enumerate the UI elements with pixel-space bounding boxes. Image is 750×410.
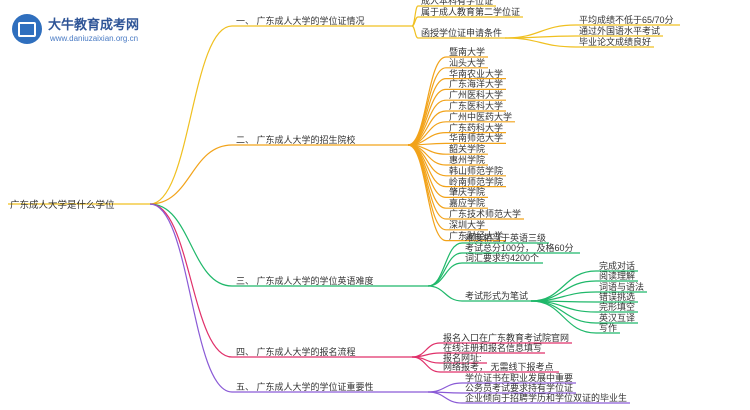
branch-2-child-17-label: 深圳大学 [449, 219, 486, 230]
branch-4-label: 四、 广东成人大学的报名流程 [236, 347, 356, 357]
branch-2-child-16-label: 广东技术师范大学 [449, 209, 522, 219]
branch-3-child-2-label: 考试总分100分， 及格60分 [465, 243, 574, 253]
branch-3-child-4-connector [427, 285, 463, 302]
branch-2-child-15-label: 嘉应学院 [449, 198, 486, 209]
branch-3-child-3-connector [427, 262, 463, 287]
branch-2-child-3-label: 华南农业大学 [449, 68, 504, 79]
branch-4-child-3-label: 报名网址: [443, 353, 482, 363]
branch-3-child-4-sub-7-label: 写作 [599, 323, 618, 333]
branch-4-child-2-label: 在线注册和报名信息填写 [443, 343, 543, 353]
branch-3-child-4-label: 考试形式为笔试 [465, 291, 529, 301]
branch-3-child-4-sub-2-connector [530, 280, 597, 302]
branch-1-child-3-sub-3-label: 毕业论文成绩良好 [579, 37, 652, 47]
branch-2-child-13-label: 岭南师范学院 [449, 176, 504, 187]
branch-3-child-4-sub-1-label: 完成对话 [599, 261, 636, 271]
branch-2-child-6-label: 广东医科大学 [449, 101, 504, 111]
branch-3-label: 三、 广东成人大学的学位英语难度 [236, 276, 374, 286]
branch-3-child-1-label: 难度相当于英语三级 [465, 233, 547, 243]
branch-2-child-9-label: 华南师范大学 [449, 133, 504, 144]
branch-4-child-2-connector [411, 352, 441, 358]
branch-5-child-3-label: 企业倾向于招聘学历和学位双证的毕业生 [465, 393, 628, 403]
branch-2-child-14-label: 肇庆学院 [449, 187, 486, 198]
branch-4-child-4-label: 网络报考， 无需线下报考点 [443, 362, 554, 372]
branch-1-child-2-label: 属于成人教育第二学位证 [421, 7, 521, 17]
branch-2-child-1-label: 暨南大学 [449, 47, 486, 57]
branch-3-child-4-sub-7-connector [530, 300, 597, 334]
branch-3-child-4-sub-2-label: 阅读理解 [599, 271, 636, 281]
branch-4-connector [149, 203, 233, 358]
branch-1-child-3-connector [411, 25, 419, 39]
branch-1-child-3-label: 函授学位证申请条件 [421, 28, 503, 38]
branch-5-label: 五、 广东成人大学的学位证重要性 [236, 382, 374, 392]
logo-book-icon [12, 14, 42, 44]
branch-3-child-4-sub-3-label: 词语与语法 [599, 282, 645, 292]
branch-3-child-3-label: 词汇要求约4200个 [465, 253, 540, 263]
branch-5-child-1-connector [427, 382, 463, 393]
branch-1-connector [149, 25, 233, 205]
logo-title: 大牛教育成考网 [48, 17, 140, 32]
branch-4-child-4-connector [411, 356, 441, 373]
branch-2-child-16-connector [407, 144, 447, 220]
branch-2-child-12-label: 韩山师范学院 [449, 165, 504, 176]
branch-2-child-10-label: 韶关学院 [449, 144, 486, 155]
branch-1-child-1-label: 成人本科有学位证 [421, 0, 494, 6]
branch-2-child-4-connector [407, 88, 447, 146]
branch-2-child-11-label: 惠州学院 [449, 155, 486, 165]
branch-2-child-7-label: 广州中医药大学 [449, 111, 513, 122]
branch-5-child-2-label: 公务员考试要求持有学位证 [465, 383, 574, 393]
branch-5-child-1-label: 学位证书在职业发展中重要 [465, 373, 574, 383]
branch-3-child-4-sub-5-label: 完形填空 [599, 302, 636, 312]
branch-5-child-3-connector [427, 391, 463, 404]
branch-3-child-2-connector [427, 252, 463, 287]
mindmap-root-node: 广东成人大学是什么学位 [10, 200, 115, 211]
branch-1-child-3-sub-1-label: 平均成绩不低于65/70分 [579, 15, 674, 25]
branch-2-child-18-label: 广东财经大学 [449, 230, 504, 241]
branch-1-child-3-sub-3-connector [504, 37, 577, 48]
branch-1-label: 一、 广东成人大学的学位证情况 [236, 16, 365, 26]
branch-2-child-2-label: 汕头大学 [449, 57, 486, 68]
branch-2-child-8-label: 广东药科大学 [449, 122, 504, 133]
branch-2-child-4-label: 广东海洋大学 [449, 79, 504, 90]
branch-2-child-5-label: 广州医科大学 [449, 90, 504, 101]
branch-1-child-3-sub-2-label: 通过外国语水平考试 [579, 26, 661, 36]
branch-3-child-4-sub-4-label: 错误挑选 [599, 292, 636, 302]
branch-3-child-1-connector [427, 242, 463, 287]
logo-url: www.daniuzaixian.org.cn [50, 34, 139, 43]
branch-4-child-1-label: 报名入口在广东教育考试院官网 [443, 333, 570, 343]
branch-2-connector [149, 144, 233, 205]
branch-3-child-4-sub-6-label: 英汉互译 [599, 313, 636, 323]
branch-3-connector [149, 203, 233, 287]
branch-2-child-18-connector [407, 144, 447, 242]
branch-2-label: 二、 广东成人大学的招生院校 [236, 135, 356, 145]
branch-5-connector [149, 203, 233, 393]
